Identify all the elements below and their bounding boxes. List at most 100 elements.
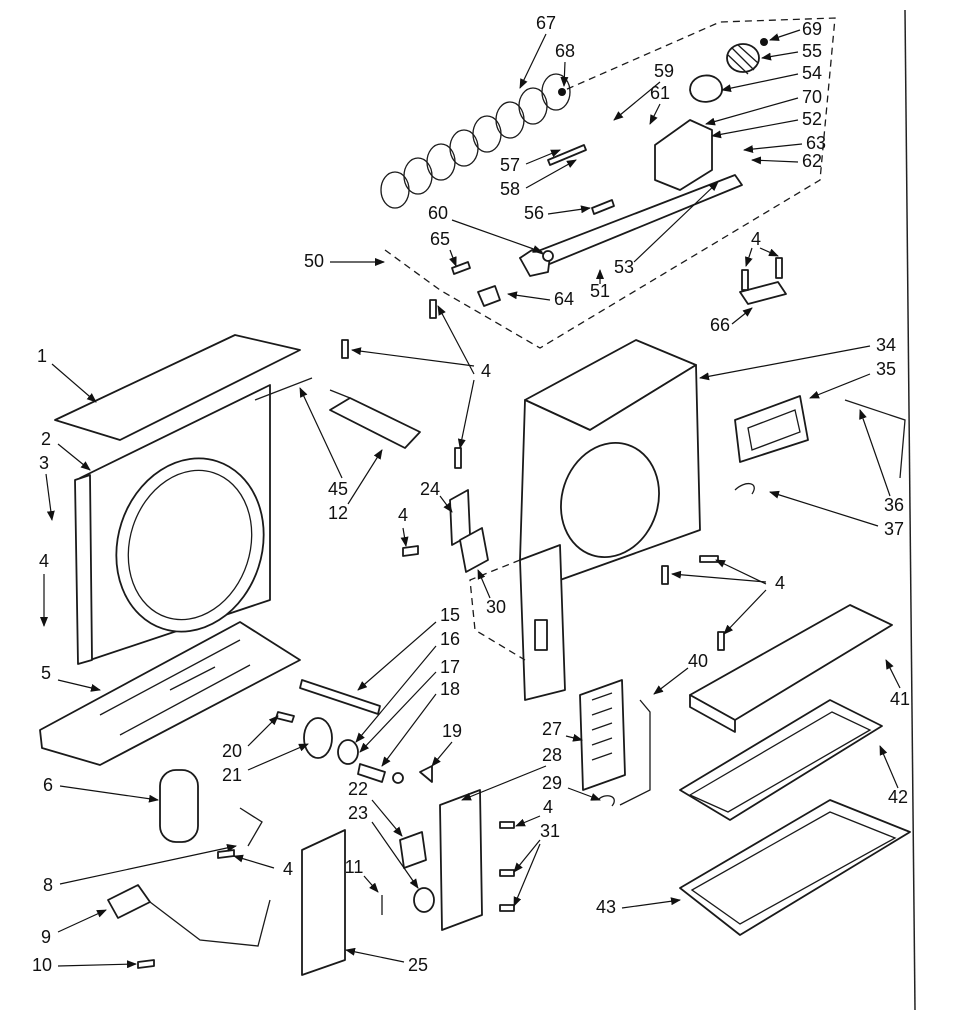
capacitor-6 xyxy=(159,769,199,843)
shaft-18 xyxy=(357,763,386,783)
part-label-p9: 9 xyxy=(41,927,51,947)
part-label-p4f: 4 xyxy=(543,797,553,817)
part-label-p55: 55 xyxy=(802,41,822,61)
motor-bracket xyxy=(654,119,713,191)
page-border-line xyxy=(904,9,916,1011)
part-label-p52: 52 xyxy=(802,109,822,129)
part-label-p11: 11 xyxy=(345,857,364,877)
part-label-p41: 41 xyxy=(890,689,910,709)
filter-27 xyxy=(579,679,626,791)
washer-19 xyxy=(392,772,404,784)
leader-line-p70-0 xyxy=(705,97,799,126)
bolt-57 xyxy=(547,144,587,166)
part-label-p57: 57 xyxy=(500,155,520,175)
part-label-p54: 54 xyxy=(802,63,822,83)
leader-line-p62-0 xyxy=(751,156,799,165)
main-housing xyxy=(469,339,701,701)
leader-line-p5-0 xyxy=(57,679,101,692)
bracket-66 xyxy=(739,281,787,305)
part-label-p31: 31 xyxy=(540,821,560,841)
fan-wheel-rings xyxy=(380,73,571,209)
leader-line-p4b-1 xyxy=(437,305,475,375)
leader-line-p69-0 xyxy=(769,29,801,41)
leader-line-p1-0 xyxy=(51,363,97,403)
leader-line-p52-0 xyxy=(711,119,799,139)
part-label-p60: 60 xyxy=(428,203,448,223)
motor-body xyxy=(689,74,723,103)
leader-line-p31-1 xyxy=(513,843,541,907)
leader-line-p67-0 xyxy=(519,33,547,89)
leader-line-p4e-1 xyxy=(715,559,767,585)
screw-60 xyxy=(542,250,554,262)
leader-line-p25-0 xyxy=(345,947,405,963)
leader-line-p43-0 xyxy=(621,897,681,909)
leader-line-p61-0 xyxy=(649,103,661,125)
part-label-p17: 17 xyxy=(440,657,460,677)
leader-line-p36-0 xyxy=(859,409,891,497)
leader-line-p4f-0 xyxy=(515,815,541,827)
screw-upper xyxy=(341,339,349,359)
part-label-p50: 50 xyxy=(304,251,324,271)
bracket-8 xyxy=(239,807,263,847)
leader-line-p45-0 xyxy=(299,387,343,479)
leader-line-p58-0 xyxy=(525,159,577,189)
wire-40 xyxy=(619,699,651,806)
part-label-p51: 51 xyxy=(590,281,610,301)
part-label-p34: 34 xyxy=(876,335,896,355)
part-label-p30: 30 xyxy=(486,597,506,617)
part-label-p65: 65 xyxy=(430,229,450,249)
leader-line-p31-0 xyxy=(513,839,541,873)
part-label-p58: 58 xyxy=(500,179,520,199)
leader-line-p27-0 xyxy=(565,733,583,742)
leader-line-p4a-0 xyxy=(745,247,753,267)
part-label-p15: 15 xyxy=(440,605,460,625)
leader-line-p2-0 xyxy=(57,443,91,471)
control-panel-25 xyxy=(301,829,346,976)
screw-65 xyxy=(451,261,471,275)
tray-43 xyxy=(679,799,911,936)
component-30 xyxy=(459,527,489,573)
leader-line-p68-0 xyxy=(560,61,569,87)
part-label-p64: 64 xyxy=(554,289,574,309)
part-label-p6: 6 xyxy=(43,775,53,795)
coupling-17 xyxy=(337,739,359,765)
leader-line-p59-0 xyxy=(613,81,661,121)
leader-line-p15-0 xyxy=(357,621,437,691)
leader-line-p11-0 xyxy=(363,875,379,893)
fan-hub-21 xyxy=(303,717,333,759)
part-label-p22: 22 xyxy=(348,779,368,799)
screw-20 xyxy=(275,711,295,723)
leader-line-p21-0 xyxy=(247,743,309,771)
part-label-p4d: 4 xyxy=(398,505,408,525)
part-label-p59: 59 xyxy=(654,61,674,81)
leader-line-p10-0 xyxy=(57,960,137,969)
part-label-p20: 20 xyxy=(222,741,242,761)
part-label-p63: 63 xyxy=(806,133,826,153)
leader-line-p24-0 xyxy=(439,495,453,513)
nut-68 xyxy=(558,88,566,96)
leader-line-p6-0 xyxy=(59,785,159,803)
part-label-p45: 45 xyxy=(328,479,348,499)
part-label-p4a: 4 xyxy=(751,229,761,249)
leader-line-p60-0 xyxy=(451,219,543,253)
leader-line-p20-0 xyxy=(247,715,279,747)
leader-line-p4d-0 xyxy=(400,527,409,547)
part-label-p42: 42 xyxy=(888,787,908,807)
part-label-p4g: 4 xyxy=(283,859,293,879)
part-label-p16: 16 xyxy=(440,629,460,649)
rod-36 xyxy=(844,399,906,479)
leader-line-p18-0 xyxy=(381,693,437,767)
leader-line-p9-0 xyxy=(57,909,107,933)
leader-line-p29-0 xyxy=(567,787,601,801)
part-label-p36: 36 xyxy=(884,495,904,515)
clip-19 xyxy=(419,765,433,783)
leader-line-p22-0 xyxy=(371,799,403,837)
housing-opening xyxy=(560,441,660,559)
part-label-p27: 27 xyxy=(542,719,562,739)
part-label-p68: 68 xyxy=(555,41,575,61)
motor-pulley xyxy=(726,43,760,75)
part-label-p8: 8 xyxy=(43,875,53,895)
tube-15 xyxy=(299,679,381,715)
assembly-boundary xyxy=(384,17,836,349)
